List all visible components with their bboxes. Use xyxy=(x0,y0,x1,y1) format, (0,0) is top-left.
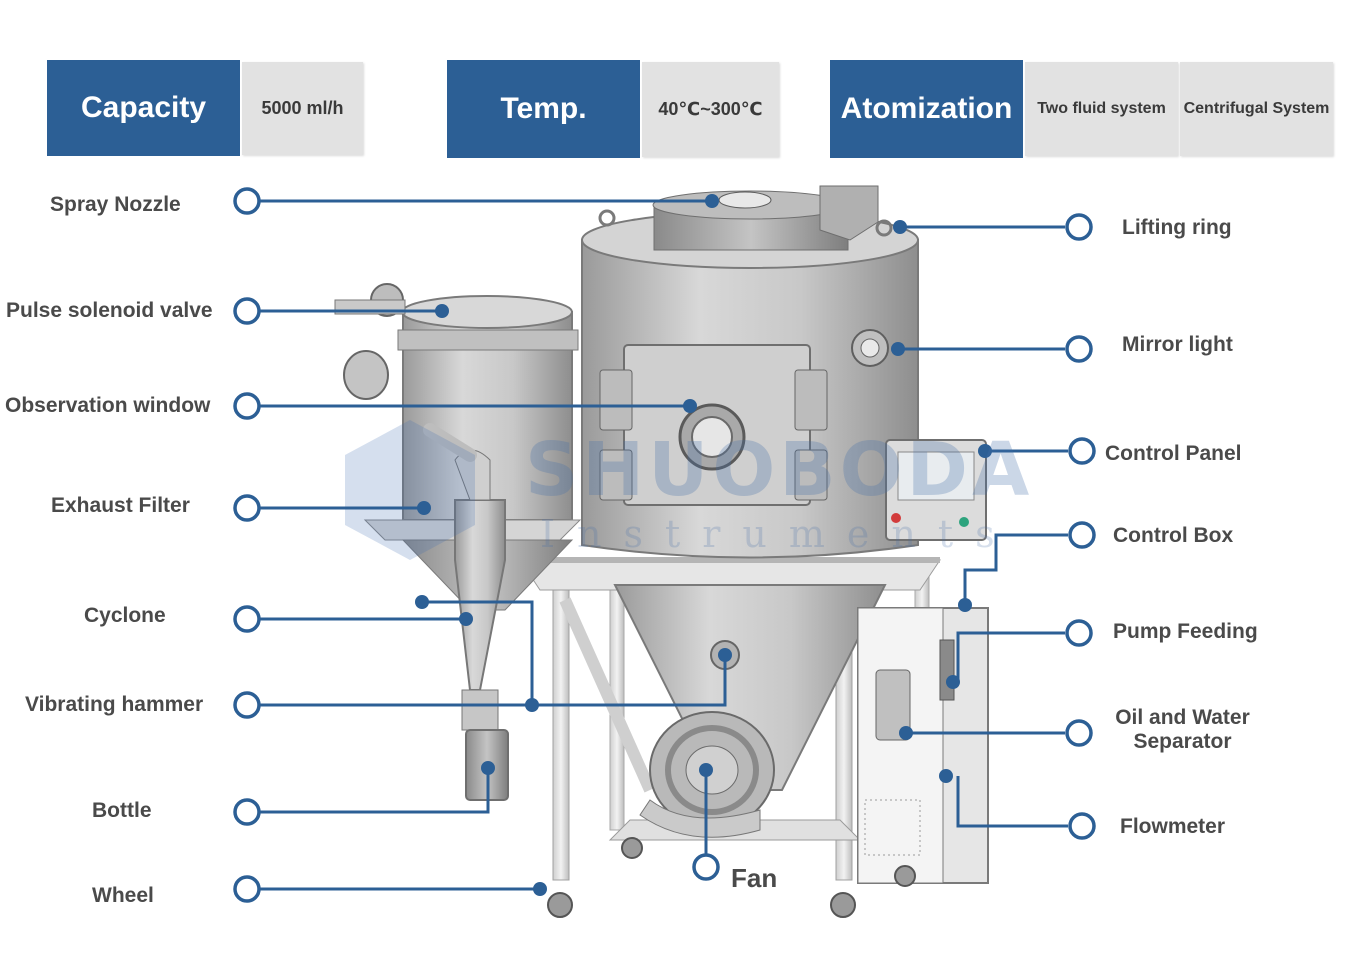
label-oil-water-line2: Separator xyxy=(1133,730,1232,753)
exhaust-filter-assembly xyxy=(334,283,582,801)
label-cyclone: Cyclone xyxy=(84,604,166,627)
line-vibrating-hammer-to-cone xyxy=(260,655,727,707)
atomization-label: Atomization xyxy=(830,60,1023,158)
label-oil-water-line1: Oil and Water xyxy=(1115,706,1250,729)
label-control-panel: Control Panel xyxy=(1105,442,1242,465)
watermark-logo-icon xyxy=(345,420,475,560)
label-flowmeter: Flowmeter xyxy=(1120,815,1226,838)
label-pulse-solenoid-valve: Pulse solenoid valve xyxy=(6,299,213,322)
label-exhaust-filter: Exhaust Filter xyxy=(51,494,190,517)
drying-chamber xyxy=(581,185,919,791)
label-control-box: Control Box xyxy=(1113,524,1234,547)
label-wheel: Wheel xyxy=(92,884,154,907)
label-lifting-ring: Lifting ring xyxy=(1122,216,1232,239)
atomization-value-two-fluid: Two fluid system xyxy=(1025,62,1178,156)
wheels xyxy=(547,837,916,918)
capacity-label: Capacity xyxy=(47,60,240,156)
line-vibrating-hammer-to-filter xyxy=(422,600,534,705)
label-pump-feeding: Pump Feeding xyxy=(1113,620,1258,643)
label-fan: Fan xyxy=(731,863,778,893)
label-spray-nozzle: Spray Nozzle xyxy=(50,193,181,216)
line-pump-feeding xyxy=(956,631,1065,682)
label-vibrating-hammer: Vibrating hammer xyxy=(25,693,204,716)
label-oil-water-separator: Oil and Water Separator xyxy=(1105,706,1260,754)
temp-label: Temp. xyxy=(447,60,640,158)
callout-end-circles xyxy=(233,187,1096,903)
line-control-box xyxy=(963,533,1068,605)
capacity-value: 5000 ml/h xyxy=(242,62,363,155)
label-bottle: Bottle xyxy=(92,799,152,822)
atomization-value-centrifugal: Centrifugal System xyxy=(1180,62,1333,156)
label-observation-window: Observation window xyxy=(5,394,211,417)
line-bottle xyxy=(260,768,490,814)
label-mirror-light: Mirror light xyxy=(1122,333,1233,356)
callout-lines xyxy=(260,199,1068,891)
callout-anchor-dots xyxy=(415,194,992,896)
temp-value: 40℃~300℃ xyxy=(642,62,779,157)
line-flowmeter xyxy=(956,776,1068,828)
